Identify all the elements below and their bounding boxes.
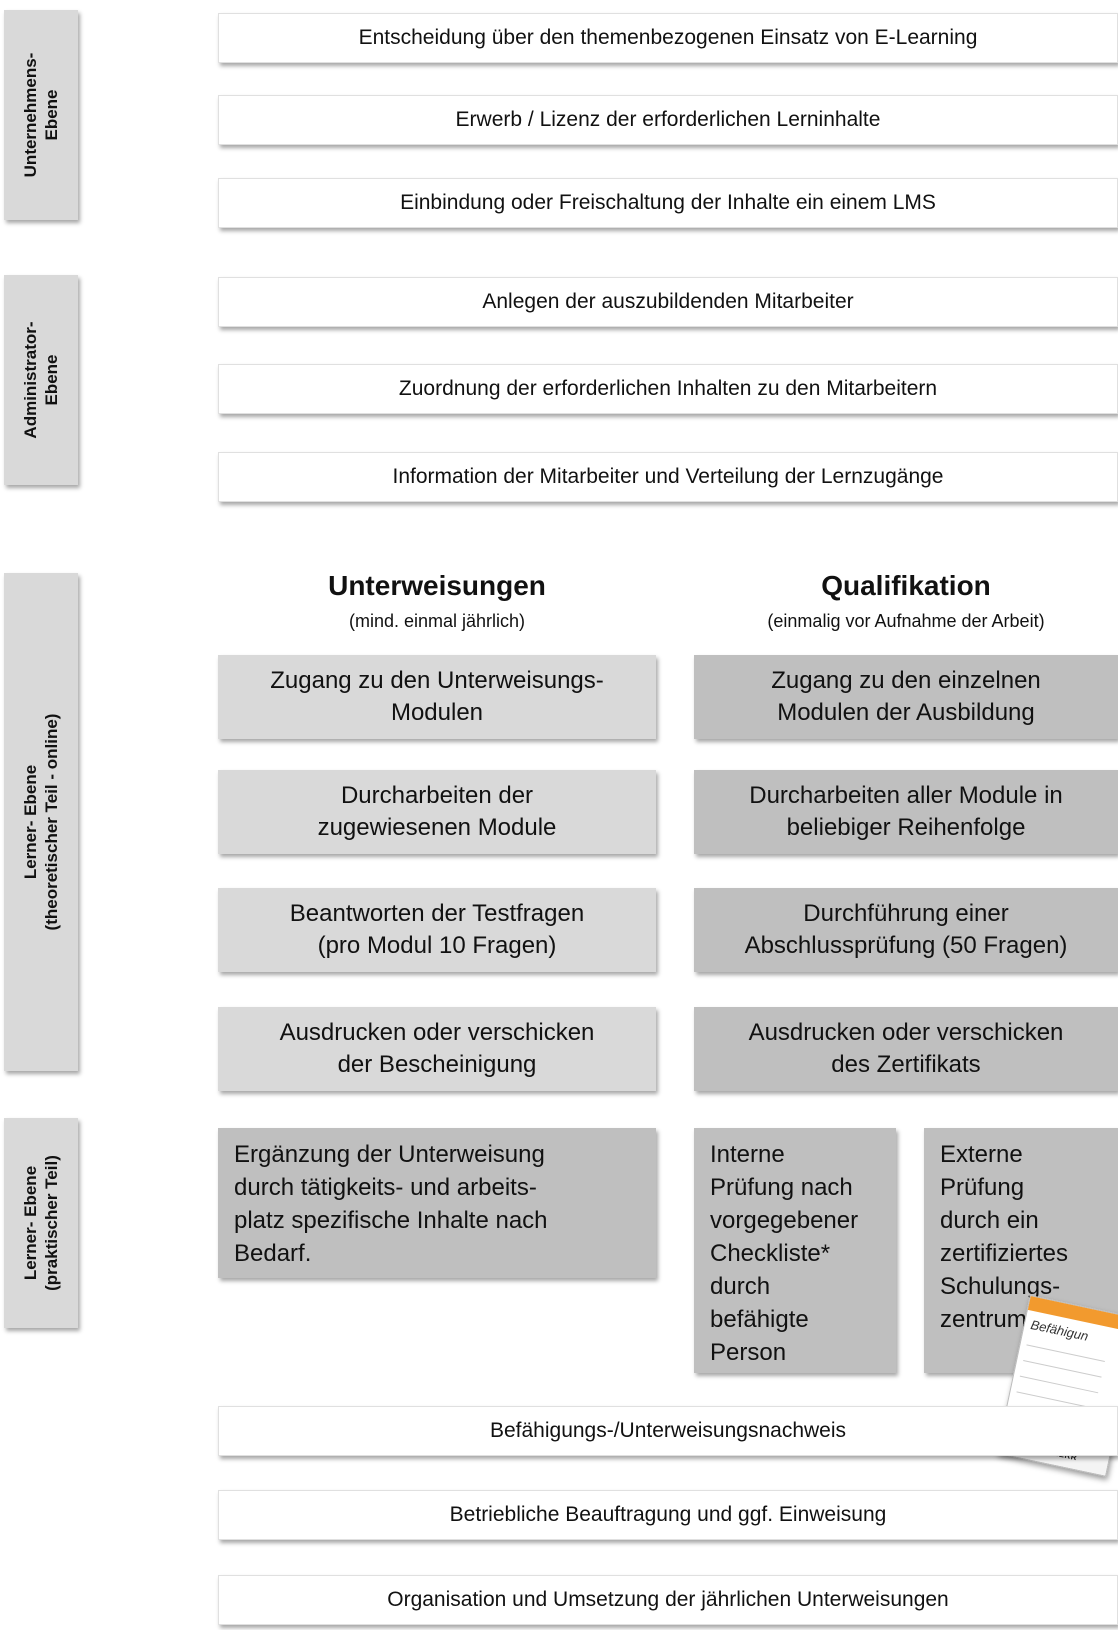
final-step-3: Organisation und Umsetzung der jährliche… <box>218 1575 1118 1625</box>
level-learner-online-label: Lerner- Ebene (theoretischer Teil - onli… <box>4 573 78 1071</box>
qualification-step-1: Zugang zu den einzelnen Modulen der Ausb… <box>694 655 1118 739</box>
level-learner-practical-label: Lerner- Ebene (praktischer Teil) <box>4 1118 78 1328</box>
qualification-column-subtitle: (einmalig vor Aufnahme der Arbeit) <box>767 611 1045 631</box>
instruction-column-title: Unterweisungen <box>328 570 546 601</box>
admin-step-1: Anlegen der auszubildenden Mitarbeiter <box>218 277 1118 327</box>
level-company-text: Unternehmens- Ebene <box>21 52 61 178</box>
final-step-1: Befähigungs-/Unterweisungsnachweis <box>218 1406 1118 1456</box>
instruction-step-3: Beantworten der Testfragen (pro Modul 10… <box>218 888 656 972</box>
company-step-1: Entscheidung über den themenbezogenen Ei… <box>218 13 1118 63</box>
level-learner-practical-text: Lerner- Ebene (praktischer Teil) <box>21 1155 61 1291</box>
qualification-step-3: Durchführung einer Abschlussprüfung (50 … <box>694 888 1118 972</box>
instruction-column-subtitle: (mind. einmal jährlich) <box>348 611 526 631</box>
practical-internal-exam: Interne Prüfung nach vorgegebener Checkl… <box>694 1128 896 1373</box>
level-admin-text: Administrator- Ebene <box>21 321 61 439</box>
certificate-line <box>1023 1360 1102 1378</box>
admin-step-3: Information der Mitarbeiter und Verteilu… <box>218 452 1118 502</box>
admin-step-2: Zuordnung der erforderlichen Inhalten zu… <box>218 364 1118 414</box>
qualification-column-title: Qualifikation <box>821 570 991 601</box>
company-step-2: Erwerb / Lizenz der erforderlichen Lerni… <box>218 95 1118 145</box>
instruction-step-4: Ausdrucken oder verschicken der Beschein… <box>218 1007 656 1091</box>
qualification-step-2: Durcharbeiten aller Module in beliebiger… <box>694 770 1118 854</box>
final-step-2: Betriebliche Beauftragung und ggf. Einwe… <box>218 1490 1118 1540</box>
certificate-line <box>1026 1344 1105 1362</box>
company-step-3: Einbindung oder Freischaltung der Inhalt… <box>218 178 1118 228</box>
qualification-step-4: Ausdrucken oder verschicken des Zertifik… <box>694 1007 1118 1091</box>
level-learner-online-text: Lerner- Ebene (theoretischer Teil - onli… <box>21 713 61 931</box>
level-admin-label: Administrator- Ebene <box>4 275 78 485</box>
instruction-step-2: Durcharbeiten der zugewiesenen Module <box>218 770 656 854</box>
level-company-label: Unternehmens- Ebene <box>4 10 78 220</box>
practical-supplement: Ergänzung der Unterweisung durch tätigke… <box>218 1128 656 1278</box>
certificate-line <box>1019 1375 1099 1394</box>
instruction-step-1: Zugang zu den Unterweisungs- Modulen <box>218 655 656 739</box>
practical-external-exam: Externe Prüfung durch ein zertifiziertes… <box>924 1128 1118 1373</box>
